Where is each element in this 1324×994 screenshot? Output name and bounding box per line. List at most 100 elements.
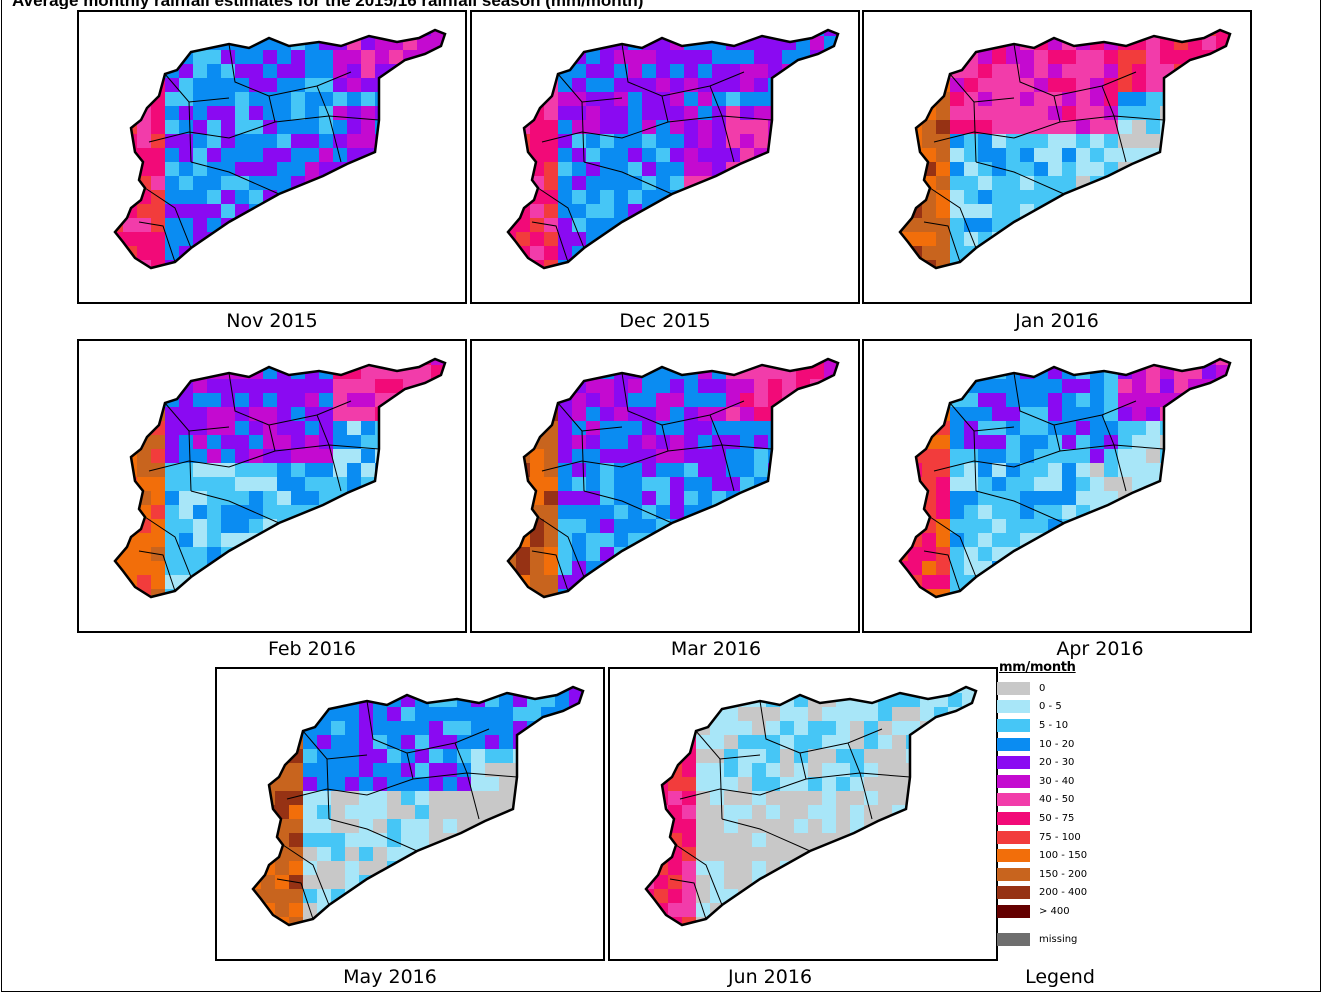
rainfall-cell [1160, 246, 1174, 260]
rainfall-cell [1174, 505, 1188, 519]
rainfall-cell [1174, 78, 1188, 92]
rainfall-cell [1048, 359, 1062, 365]
rainfall-cell [193, 393, 207, 407]
rainfall-cell [291, 393, 305, 407]
rainfall-cell [696, 861, 710, 875]
rainfall-cell [179, 589, 193, 597]
rainfall-cell [768, 575, 782, 589]
rainfall-cell [668, 889, 682, 903]
rainfall-cell [347, 533, 361, 547]
rainfall-cell [530, 64, 544, 78]
rainfall-cell [1202, 533, 1216, 547]
rainfall-cell [738, 721, 752, 735]
rainfall-cell [305, 463, 319, 477]
rainfall-cell [838, 519, 852, 533]
rainfall-cell [333, 393, 347, 407]
rainfall-cell [151, 162, 165, 176]
rainfall-cell [375, 50, 389, 64]
rainfall-cell [291, 92, 305, 106]
rainfall-cell [600, 519, 614, 533]
rainfall-cell [964, 365, 978, 379]
rainfall-cell [530, 407, 544, 421]
rainfall-cell [810, 134, 824, 148]
rainfall-cell [668, 687, 682, 693]
rainfall-cell [964, 218, 978, 232]
rainfall-cell [263, 379, 277, 393]
rainfall-cell [569, 861, 583, 875]
rainfall-cell [906, 707, 920, 721]
rainfall-cell [768, 50, 782, 64]
rainfall-cell [1132, 505, 1146, 519]
rainfall-cell [614, 246, 628, 260]
rainfall-cell [253, 791, 261, 805]
rainfall-cell [838, 92, 852, 106]
rainfall-cell [558, 359, 572, 365]
rainfall-cell [249, 393, 263, 407]
rainfall-cell [137, 603, 151, 617]
rainfall-cell [291, 246, 305, 260]
rainfall-cell [808, 903, 822, 917]
rainfall-cell [193, 246, 207, 260]
rainfall-cell [628, 449, 642, 463]
rainfall-cell [389, 491, 403, 505]
rainfall-cell [1048, 120, 1062, 134]
rainfall-cell [261, 693, 275, 707]
rainfall-cell [682, 693, 696, 707]
rainfall-cell [978, 547, 992, 561]
rainfall-cell [646, 777, 654, 791]
rainfall-cell [389, 359, 403, 365]
rainfall-cell [417, 463, 431, 477]
rainfall-cell [1076, 519, 1090, 533]
rainfall-cell [1090, 218, 1104, 232]
rainfall-cell [331, 931, 345, 945]
rainfall-cell [614, 260, 628, 268]
rainfall-cell [1076, 148, 1090, 162]
rainfall-cell [962, 687, 976, 693]
rainfall-cell [1132, 533, 1146, 547]
rainfall-cell [179, 106, 193, 120]
rainfall-cell [782, 379, 796, 393]
rainfall-cell [275, 687, 289, 693]
rainfall-cell [333, 533, 347, 547]
rainfall-cell [179, 218, 193, 232]
rainfall-cell [920, 833, 934, 847]
rainfall-cell [976, 721, 990, 735]
rainfall-cell [361, 575, 375, 589]
rainfall-cell [836, 889, 850, 903]
rainfall-cell [1216, 561, 1230, 575]
rainfall-cell [1118, 533, 1132, 547]
rainfall-cell [1062, 379, 1076, 393]
legend-row: 10 - 20 [997, 735, 1127, 754]
rainfall-cell [698, 421, 712, 435]
rainfall-cell [115, 120, 123, 134]
rainfall-cell [978, 246, 992, 260]
rainfall-cell [948, 861, 962, 875]
rainfall-cell [808, 707, 822, 721]
rainfall-cell [1216, 359, 1230, 365]
admin-boundary [1113, 444, 1127, 492]
legend-row: > 400 [997, 902, 1127, 921]
rainfall-cell [586, 449, 600, 463]
rainfall-cell [936, 260, 950, 268]
rainfall-cell [768, 260, 782, 268]
rainfall-cell [415, 819, 429, 833]
rainfall-cell [614, 78, 628, 92]
rainfall-cell [361, 246, 375, 260]
rainfall-cell [165, 533, 179, 547]
rainfall-cell [1034, 435, 1048, 449]
rainfall-cell [782, 463, 796, 477]
rainfall-cell [1216, 547, 1230, 561]
rainfall-cell [698, 50, 712, 64]
rainfall-cell [684, 589, 698, 597]
rainfall-cell [165, 176, 179, 190]
rainfall-cell [516, 218, 530, 232]
rainfall-cell [1160, 477, 1174, 491]
rainfall-cell [1188, 260, 1202, 268]
rainfall-cell [305, 190, 319, 204]
rainfall-cell [403, 491, 417, 505]
rainfall-cell [207, 519, 221, 533]
rainfall-cell [513, 875, 527, 889]
rainfall-cell [1020, 393, 1034, 407]
rainfall-cell [123, 547, 137, 561]
rainfall-cell [900, 519, 908, 533]
